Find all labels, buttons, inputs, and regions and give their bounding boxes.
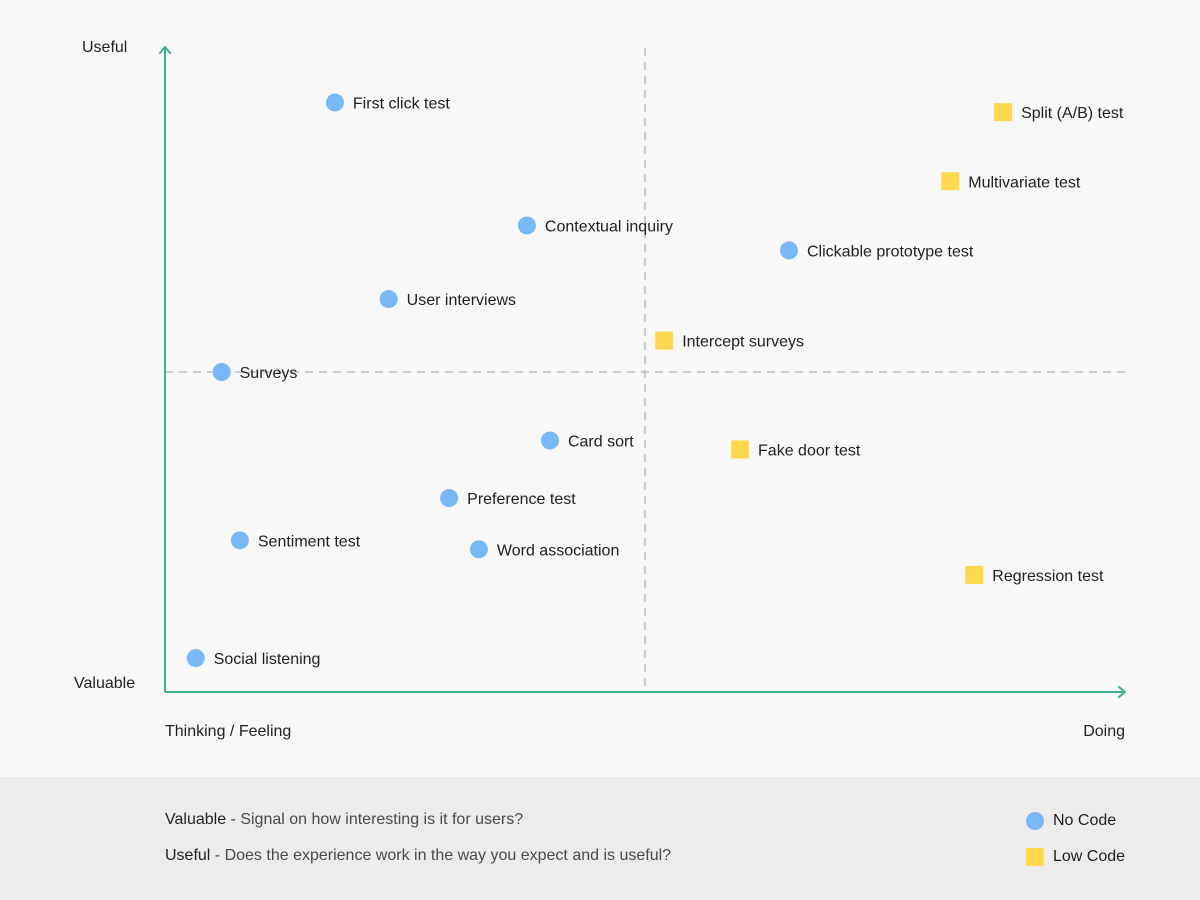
point-marker-circle (186, 649, 205, 668)
y-axis-bottom-label: Valuable (74, 675, 136, 692)
y-axis-top-label: Useful (82, 39, 128, 56)
x-axis-arrow-icon (1118, 686, 1126, 698)
x-axis-left-label: Thinking / Feeling (165, 723, 292, 740)
data-point: Intercept surveys (655, 331, 804, 351)
point-marker-circle (540, 431, 559, 450)
data-point: Word association (469, 540, 619, 559)
point-label: Fake door test (758, 442, 861, 459)
point-label: Surveys (240, 365, 298, 382)
definition-term: Useful (165, 847, 211, 864)
data-point: Card sort (540, 431, 634, 450)
data-point: Sentiment test (230, 531, 361, 550)
point-marker-square (994, 103, 1013, 122)
data-point: User interviews (379, 290, 516, 309)
data-point: Clickable prototype test (780, 241, 974, 260)
circle-marker-icon (1026, 812, 1044, 830)
point-label: Intercept surveys (682, 334, 804, 351)
legend-footer: Valuable - Signal on how interesting is … (0, 777, 1200, 900)
point-label: User interviews (407, 292, 516, 309)
point-label: Clickable prototype test (807, 243, 974, 260)
data-point: Multivariate test (941, 172, 1081, 191)
point-label: Social listening (214, 651, 321, 668)
point-label: Contextual inquiry (545, 218, 673, 235)
point-marker-circle (469, 540, 488, 559)
point-marker-circle (379, 290, 398, 309)
point-marker-circle (780, 241, 798, 260)
point-marker-circle (325, 93, 344, 112)
point-marker-circle (517, 216, 536, 235)
definition-text: - Signal on how interesting is it for us… (226, 811, 524, 828)
point-marker-square (731, 440, 750, 459)
point-label: Card sort (568, 433, 634, 450)
definition-useful: Useful - Does the experience work in the… (165, 847, 671, 865)
point-marker-circle (440, 489, 459, 508)
point-marker-circle (212, 363, 231, 381)
point-label: Preference test (467, 491, 576, 508)
point-marker-square (941, 172, 960, 191)
point-label: Word association (497, 542, 619, 559)
data-point: Surveys (212, 363, 298, 382)
definition-term: Valuable (165, 811, 227, 828)
point-marker-square (655, 331, 674, 350)
data-point: Regression test (965, 565, 1104, 585)
data-point: Contextual inquiry (517, 216, 673, 235)
point-marker-circle (230, 531, 249, 550)
definition-valuable: Valuable - Signal on how interesting is … (165, 811, 523, 829)
data-point: Split (A/B) test (994, 103, 1124, 122)
x-axis-right-label: Doing (1083, 723, 1125, 740)
point-label: Regression test (992, 568, 1104, 585)
y-axis-arrow-icon (159, 46, 171, 54)
point-marker-square (965, 565, 984, 584)
data-point: Preference test (440, 489, 576, 508)
data-point: First click test (325, 93, 450, 113)
data-point: Fake door test (731, 440, 861, 459)
point-label: First click test (353, 96, 450, 113)
data-point: Social listening (186, 649, 321, 668)
legend-label: Low Code (1053, 848, 1126, 865)
legend-label: No Code (1053, 812, 1117, 829)
square-marker-icon (1026, 848, 1044, 866)
point-label: Sentiment test (258, 533, 361, 550)
point-label: Multivariate test (968, 174, 1081, 191)
definition-text: - Does the experience work in the way yo… (210, 847, 672, 864)
point-label: Split (A/B) test (1021, 105, 1124, 122)
